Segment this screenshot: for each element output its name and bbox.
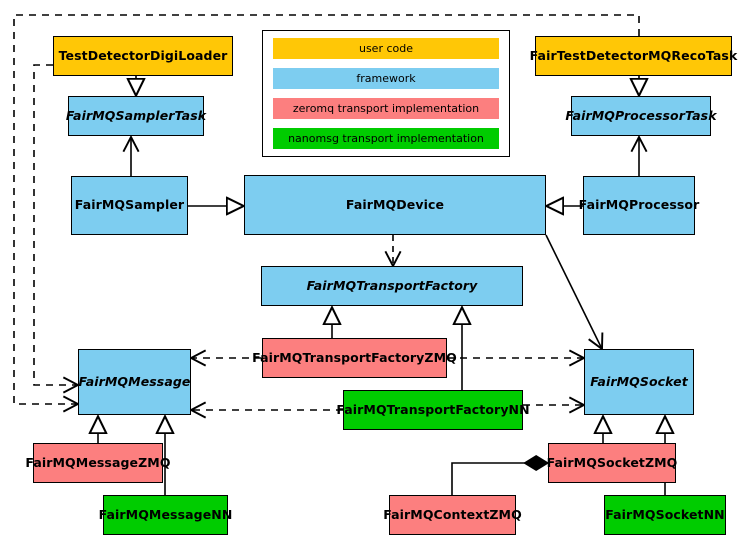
- class-node-fairmqsocketzmq[interactable]: FairMQSocketZMQ: [546, 443, 678, 483]
- class-node-fairmqcontextzmq[interactable]: FairMQContextZMQ: [383, 495, 522, 535]
- class-node-fairmqtransportfactoryzmq[interactable]: FairMQTransportFactoryZMQ: [252, 338, 457, 378]
- class-node-fairmqmessage[interactable]: FairMQMessage: [78, 349, 191, 415]
- class-node-label: FairMQSamplerTask: [65, 107, 207, 123]
- class-node-label: FairMQContextZMQ: [383, 506, 522, 522]
- class-node-label: FairMQSampler: [74, 197, 185, 213]
- class-node-testdetectordigiloader[interactable]: TestDetectorDigiLoader: [53, 36, 233, 76]
- class-node-fairmqsocket[interactable]: FairMQSocket: [584, 349, 694, 415]
- class-node-fairmqtransportfactorynn[interactable]: FairMQTransportFactoryNN: [336, 390, 530, 430]
- class-node-fairtestdetectormqrecotask[interactable]: FairTestDetectorMQRecoTask: [530, 36, 737, 76]
- class-node-fairmqsampler[interactable]: FairMQSampler: [71, 176, 188, 235]
- class-node-label: TestDetectorDigiLoader: [58, 47, 228, 63]
- class-node-label: FairMQSocket: [590, 373, 688, 389]
- class-node-fairmqmessagenn[interactable]: FairMQMessageNN: [99, 495, 232, 535]
- class-node-fairmqprocessor[interactable]: FairMQProcessor: [579, 176, 699, 235]
- edge-contextzmq-socketzmq: [451, 463, 548, 495]
- legend-item-zeromq: zeromq transport implementation: [273, 98, 499, 119]
- class-node-fairmqdevice[interactable]: FairMQDevice: [244, 175, 546, 235]
- class-node-label: FairMQMessage: [78, 373, 191, 389]
- class-node-fairmqmessagezmq[interactable]: FairMQMessageZMQ: [25, 443, 170, 483]
- legend-item-nanomsg: nanomsg transport implementation: [273, 128, 499, 149]
- legend-label: user code: [358, 42, 414, 55]
- edge-recotask-message: [13, 14, 640, 404]
- class-node-label: FairMQTransportFactory: [306, 277, 478, 293]
- class-node-label: FairMQSocketZMQ: [546, 454, 678, 470]
- class-node-label: FairMQSocketNN: [605, 506, 725, 522]
- class-node-label: FairMQProcessor: [578, 197, 700, 213]
- class-node-fairmqtransportfactory[interactable]: FairMQTransportFactory: [261, 266, 523, 306]
- class-node-label: FairMQTransportFactoryNN: [336, 401, 530, 417]
- edge-device-socket: [545, 234, 602, 349]
- legend-label: nanomsg transport implementation: [288, 132, 484, 145]
- class-node-fairmqprocessortask[interactable]: FairMQProcessorTask: [565, 96, 717, 136]
- legend-label: zeromq transport implementation: [292, 102, 480, 115]
- class-node-label: FairTestDetectorMQRecoTask: [529, 47, 738, 63]
- class-node-label: FairMQProcessorTask: [565, 107, 717, 123]
- class-node-label: FairMQMessageZMQ: [25, 454, 171, 470]
- legend-item-framework: framework: [273, 68, 499, 89]
- legend-item-user-code: user code: [273, 38, 499, 59]
- legend-label: framework: [356, 72, 416, 85]
- legend-panel: user code framework zeromq transport imp…: [262, 30, 510, 157]
- class-node-fairmqsocketnn[interactable]: FairMQSocketNN: [604, 495, 726, 535]
- class-node-fairmqsamplertask[interactable]: FairMQSamplerTask: [65, 96, 207, 136]
- class-node-label: FairMQMessageNN: [98, 506, 233, 522]
- class-node-label: FairMQTransportFactoryZMQ: [252, 349, 457, 365]
- class-node-label: FairMQDevice: [345, 196, 445, 212]
